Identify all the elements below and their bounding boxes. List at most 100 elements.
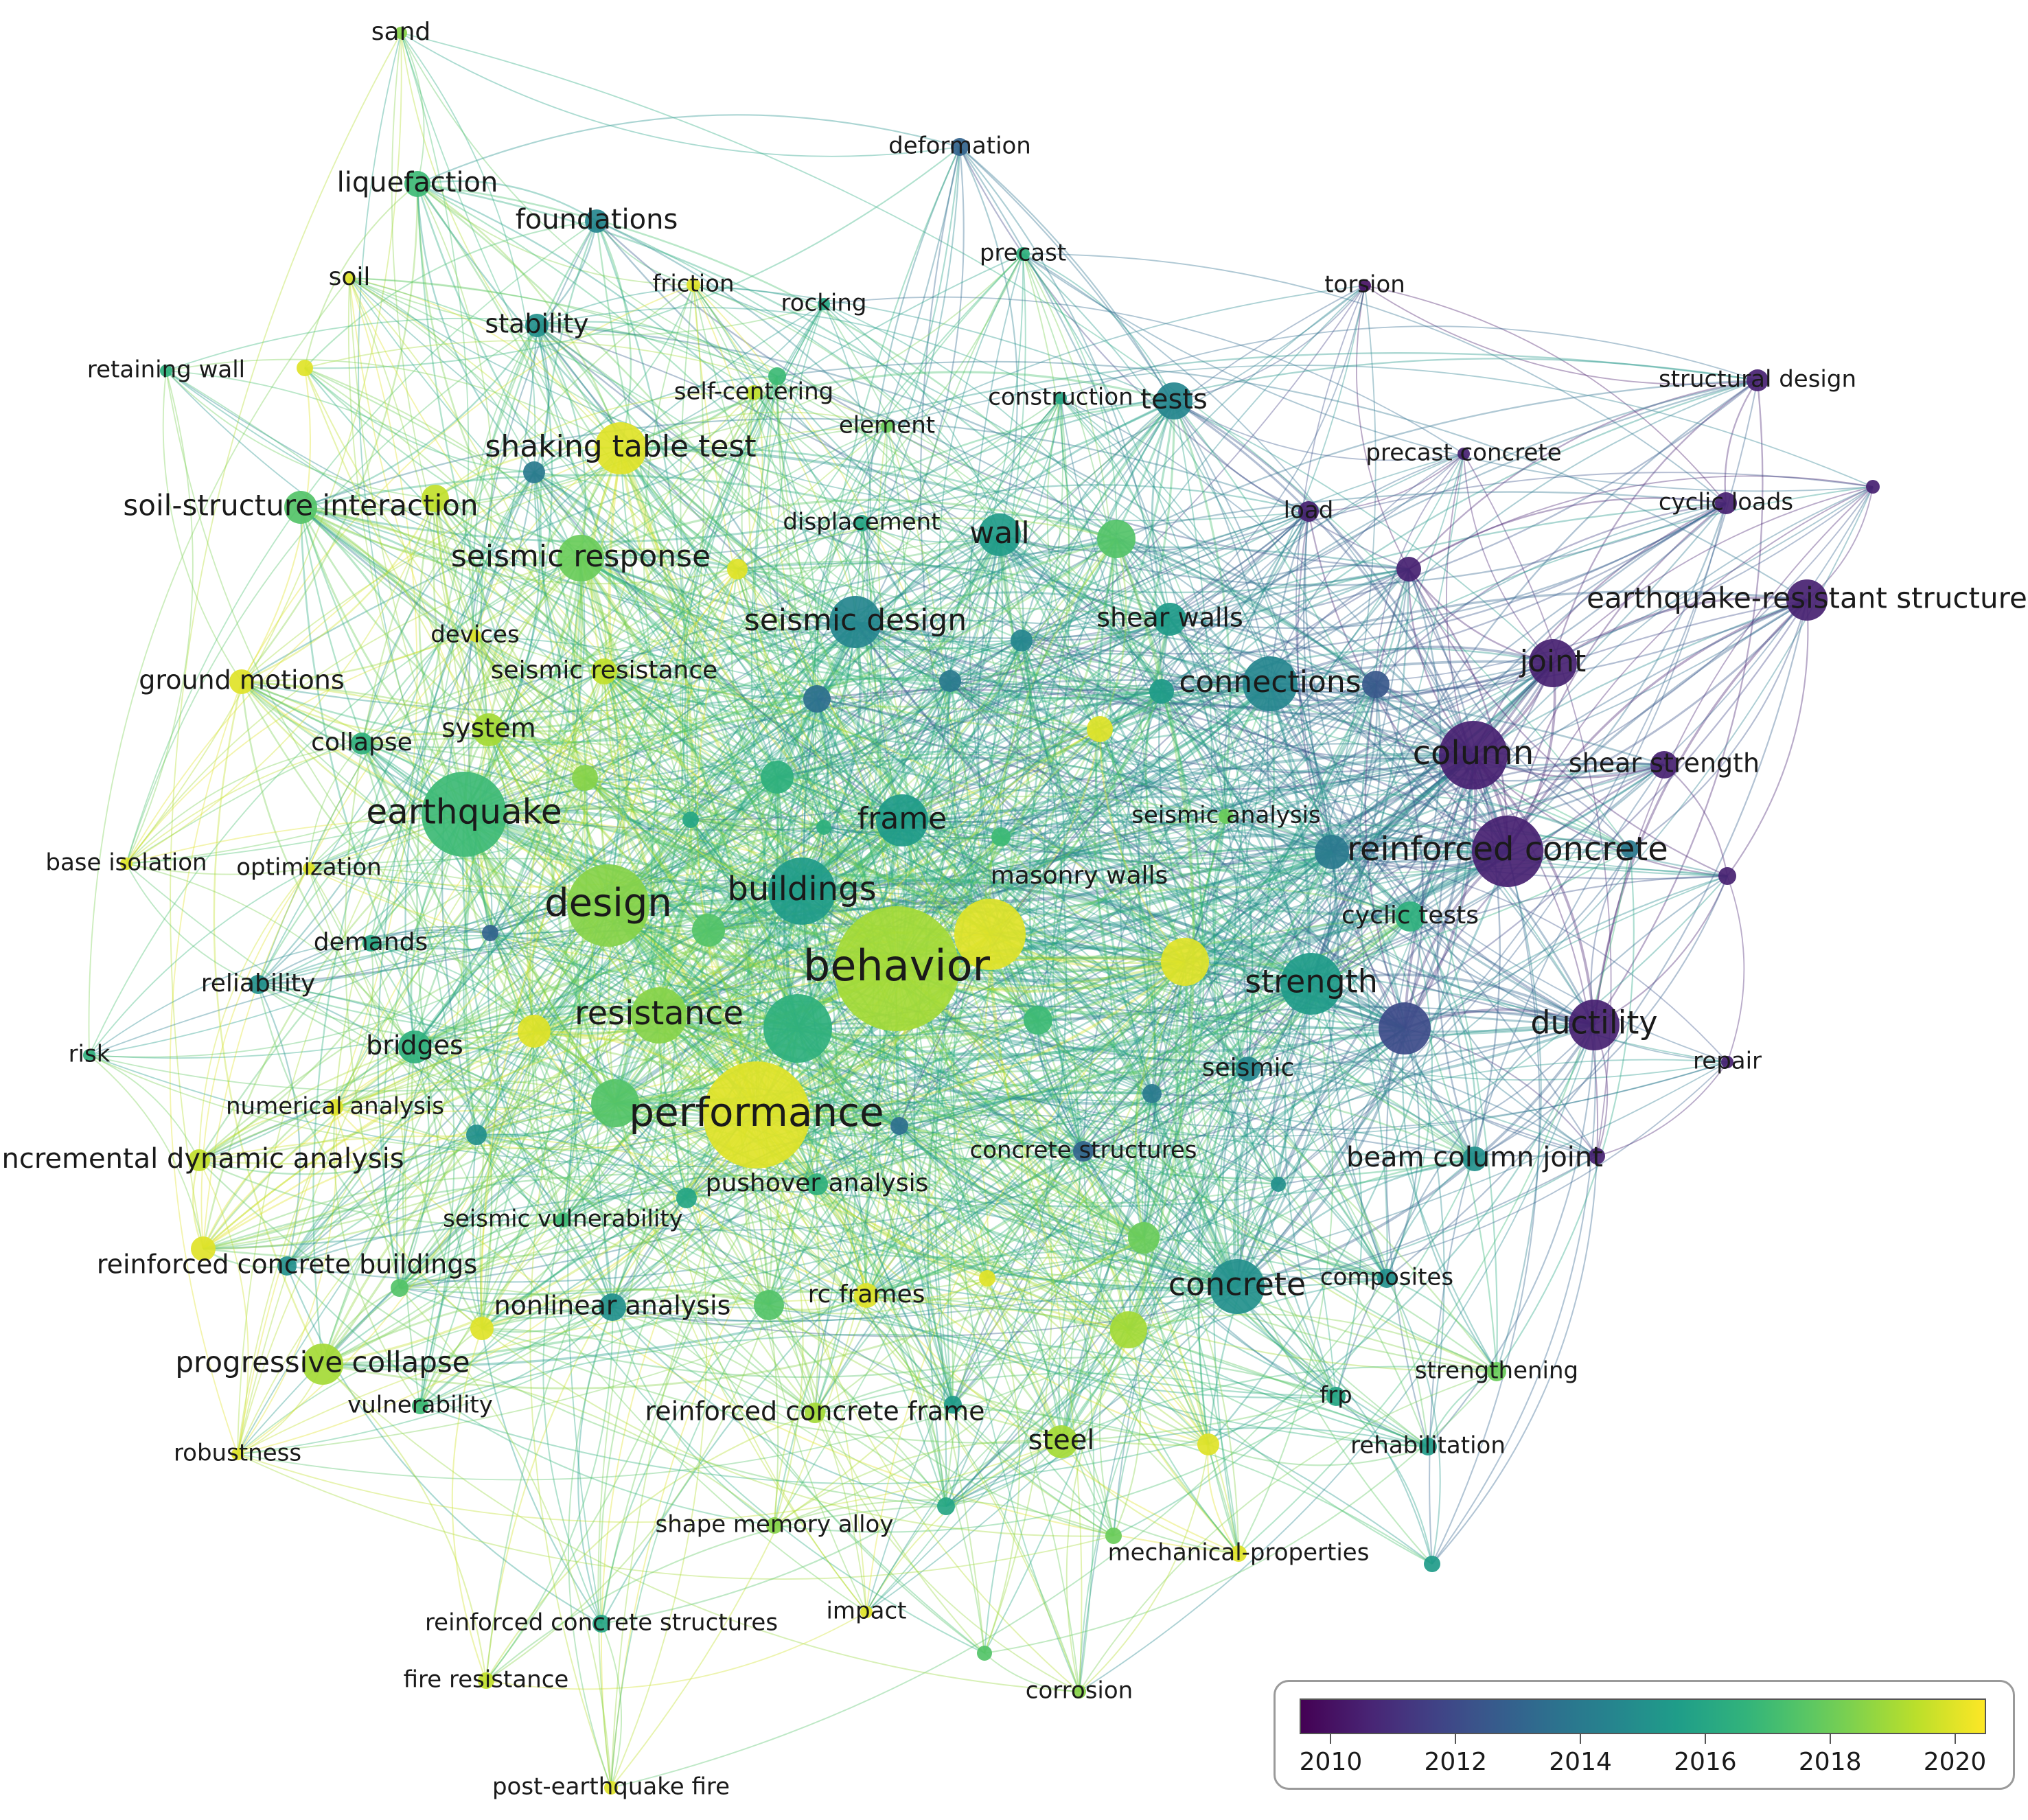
- keyword-link: [89, 1055, 1249, 1167]
- keyword-link: [1022, 253, 1175, 402]
- keyword-link: [816, 698, 1313, 984]
- keyword-link: [945, 1093, 1153, 1507]
- keyword-link: [1364, 568, 1410, 1029]
- keyword-link: [620, 447, 1409, 594]
- keyword-link: [879, 253, 1024, 969]
- keyword-link: [562, 698, 818, 1221]
- keyword-link: [945, 1286, 1238, 1508]
- keyword-link: [776, 753, 1227, 817]
- keyword-link: [1037, 1020, 1240, 1554]
- keyword-link: [474, 448, 621, 636]
- keyword-link: [816, 850, 1508, 1185]
- keyword-link: [1507, 486, 1874, 852]
- keyword-link: [533, 375, 778, 473]
- keyword-link: [768, 1304, 1209, 1446]
- keyword-label: robustness: [174, 1440, 301, 1467]
- keyword-link: [608, 904, 1063, 1442]
- keyword-link: [756, 866, 1728, 1116]
- keyword-link: [753, 392, 1162, 692]
- keyword-link: [361, 538, 1117, 749]
- keyword-link: [854, 621, 991, 936]
- legend-tick-mark: [1704, 1734, 1706, 1744]
- keyword-link: [901, 534, 1001, 822]
- keyword-link: [476, 1134, 1144, 1258]
- keyword-link: [1472, 754, 1595, 1026]
- keyword-link: [399, 905, 610, 1289]
- keyword-link: [1060, 398, 1405, 1029]
- keyword-link: [1151, 684, 1376, 1094]
- keyword-link: [776, 680, 951, 779]
- keyword-link: [797, 1028, 1728, 1131]
- keyword-link: [612, 1306, 947, 1508]
- keyword-link: [237, 1015, 660, 1455]
- keyword-node: [703, 1061, 810, 1168]
- keyword-link: [1000, 640, 1031, 838]
- legend-tick-label: 2012: [1424, 1748, 1488, 1776]
- keyword-link: [866, 983, 1313, 1297]
- keyword-link: [984, 1278, 1021, 1654]
- keyword-link: [1098, 728, 1405, 1030]
- keyword-link: [901, 590, 1808, 822]
- keyword-node: [1377, 1269, 1396, 1288]
- keyword-link: [1278, 380, 1758, 1185]
- keyword-link: [481, 1197, 687, 1330]
- keyword-link: [989, 934, 1429, 1447]
- keyword-link: [708, 426, 888, 931]
- keyword-link: [1331, 851, 1445, 1447]
- keyword-link: [949, 680, 1186, 963]
- keyword-link: [608, 146, 961, 906]
- keyword-link: [257, 776, 778, 986]
- keyword-link: [399, 968, 897, 1289]
- keyword-link: [286, 1133, 477, 1267]
- keyword-node-unlabeled: [1142, 1084, 1162, 1103]
- keyword-link: [1169, 619, 1728, 1063]
- keyword-link: [1724, 380, 1758, 504]
- keyword-link: [866, 1278, 988, 1300]
- keyword-link: [417, 183, 1130, 1331]
- keyword-link: [435, 498, 951, 682]
- keyword-link: [945, 961, 1186, 1507]
- keyword-link: [1079, 663, 1554, 1692]
- keyword-link: [612, 968, 898, 1309]
- keyword-link: [855, 621, 1227, 817]
- keyword-link: [861, 522, 1271, 685]
- keyword-link: [308, 663, 1554, 902]
- keyword-link: [987, 916, 1411, 1279]
- keyword-link: [614, 1102, 868, 1296]
- keyword-link: [801, 690, 1162, 892]
- keyword-link: [476, 1134, 564, 1221]
- keyword-label: reinforced concrete structures: [425, 1609, 778, 1637]
- keyword-link: [855, 591, 1171, 623]
- keyword-link: [1236, 851, 1339, 1287]
- keyword-node: [1280, 953, 1342, 1015]
- keyword-link: [1115, 538, 1195, 1239]
- keyword-link: [489, 827, 825, 934]
- keyword-link: [462, 813, 758, 1117]
- keyword-link: [603, 670, 1376, 749]
- keyword-link: [1060, 398, 1227, 817]
- keyword-link: [987, 1093, 1153, 1279]
- keyword-link: [1052, 728, 1101, 1152]
- keyword-link: [304, 367, 778, 778]
- keyword-label: deformation: [888, 133, 1031, 160]
- keyword-link: [1375, 453, 1464, 685]
- keyword-link: [349, 277, 1309, 522]
- keyword-label: steel: [1028, 1425, 1095, 1456]
- keyword-link: [1022, 253, 1151, 1442]
- keyword-label: post-earthquake fire: [492, 1773, 730, 1801]
- keyword-link: [823, 827, 1475, 1160]
- keyword-link: [998, 533, 1271, 685]
- keyword-link: [580, 557, 820, 1414]
- keyword-link: [1225, 380, 1758, 817]
- keyword-link: [1109, 538, 1337, 1397]
- keyword-link: [489, 538, 1117, 934]
- keyword-link: [580, 553, 856, 623]
- keyword-node-unlabeled: [482, 925, 498, 941]
- keyword-label: shaking table test: [485, 429, 756, 464]
- keyword-link: [608, 640, 1022, 907]
- keyword-link: [414, 1001, 798, 1048]
- keyword-link: [1234, 683, 1337, 1397]
- keyword-link: [603, 671, 825, 828]
- keyword-link: [399, 1046, 430, 1289]
- keyword-node: [404, 171, 430, 197]
